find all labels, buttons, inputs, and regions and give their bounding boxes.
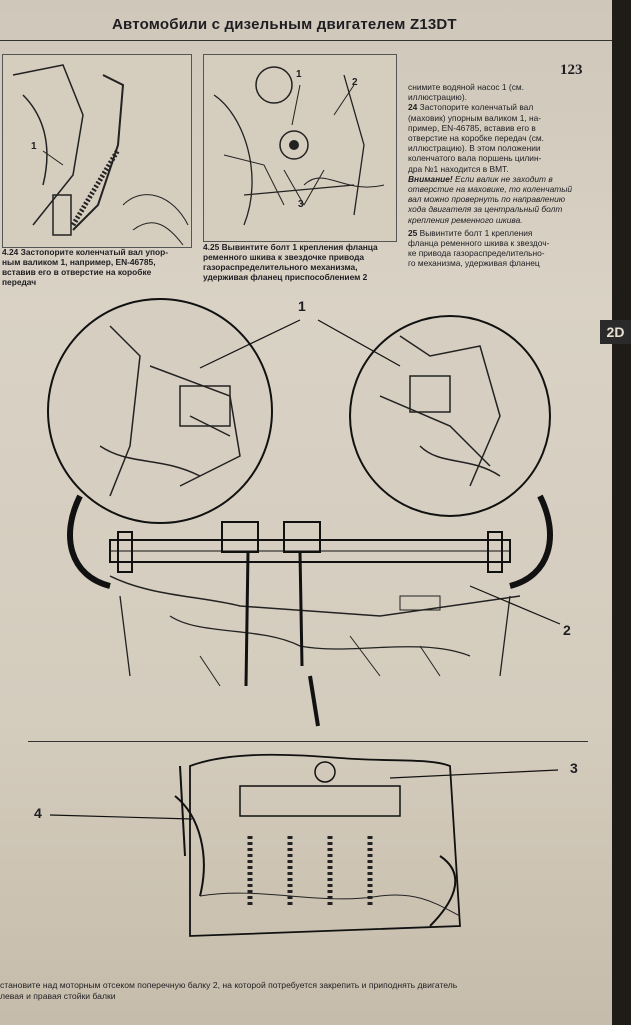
- figure-4-25-drawing: [213, 66, 385, 226]
- big-fig-label-4: 4: [34, 805, 42, 821]
- text-line: хода двигателя за центральный болт: [408, 204, 563, 215]
- caption-line: вставив его в отверстие на коробке: [2, 267, 152, 277]
- engine-bay-illustration: [47, 298, 561, 937]
- step-24-number: 24: [408, 102, 418, 113]
- text-line: вал можно провернуть по направлению: [408, 194, 566, 205]
- bottom-caption-line: становите над моторным отсеком поперечну…: [0, 980, 458, 990]
- caption-line: ным валиком 1, например, EN-46785,: [2, 257, 156, 267]
- fig424-label-1: 1: [31, 141, 37, 152]
- text-line: го механизма, удерживая фланец: [408, 258, 540, 269]
- figure-divider: [28, 741, 588, 742]
- text-line: коленчатого вала поршень цилин-: [408, 153, 542, 164]
- text-line: снимите водяной насос 1 (см.: [408, 82, 524, 92]
- text-line: Если валик не заходит в: [455, 173, 553, 184]
- figure-4-24-drawing: [12, 64, 189, 246]
- right-column-text: снимите водяной насос 1 (см. иллюстрацию…: [408, 82, 604, 269]
- section-tab: 2D: [600, 320, 631, 344]
- text-line: ке привода газораспределительно-: [408, 248, 545, 259]
- caption-line: 4.25 Вывинтите болт 1 крепления фланца: [203, 242, 378, 252]
- text-line: иллюстрацию). В этом положении: [408, 143, 541, 154]
- figure-4-25: 1 2 3: [203, 54, 397, 242]
- bottom-caption: становите над моторным отсеком поперечну…: [0, 980, 612, 1002]
- caption-line: удерживая фланец приспособлением 2: [203, 272, 368, 282]
- text-line: (маховик) упорным валиком 1, на-: [408, 112, 542, 123]
- caption-line: 4.24 Застопорите коленчатый вал упор-: [2, 247, 169, 257]
- big-fig-label-1: 1: [298, 298, 306, 314]
- bottom-caption-line: левая и правая стойки балки: [0, 991, 116, 1001]
- text-line: отверстие на коробке передач (см.: [408, 133, 544, 144]
- caption-line: газораспределительного механизма,: [203, 262, 358, 272]
- big-fig-label-3: 3: [570, 760, 578, 776]
- text-line: крепления ременного шкива.: [408, 214, 523, 225]
- caption-4-25: 4.25 Вывинтите болт 1 крепления фланца р…: [203, 242, 403, 282]
- caption-4-24: 4.24 Застопорите коленчатый вал упор- ны…: [2, 247, 197, 287]
- text-line: дра №1 находится в ВМТ.: [408, 163, 509, 174]
- text-line: фланца ременного шкива к звездоч-: [408, 238, 550, 249]
- text-line: пример, EN-46785, вставив его в: [408, 122, 536, 133]
- fig425-label-3: 3: [298, 199, 304, 210]
- header-rule: [0, 40, 612, 41]
- text-line: Застопорите коленчатый вал: [419, 102, 534, 113]
- caption-line: ременного шкива к звездочке привода: [203, 252, 365, 262]
- fig425-label-2: 2: [352, 77, 358, 88]
- page-number: 123: [560, 62, 583, 78]
- figure-4-24: 1: [2, 54, 192, 248]
- text-line: Вывинтите болт 1 крепления: [419, 227, 533, 238]
- step-25-number: 25: [408, 227, 418, 238]
- caption-line: передач: [2, 277, 37, 287]
- big-fig-label-2: 2: [563, 622, 571, 638]
- text-line: отверстие на маховике, то коленчатый: [408, 184, 573, 195]
- text-line: иллюстрацию).: [408, 92, 467, 103]
- fig425-label-1: 1: [296, 69, 302, 80]
- page-header-title: Автомобили с дизельным двигателем Z13DT: [112, 16, 457, 33]
- warning-label: Внимание!: [408, 173, 453, 184]
